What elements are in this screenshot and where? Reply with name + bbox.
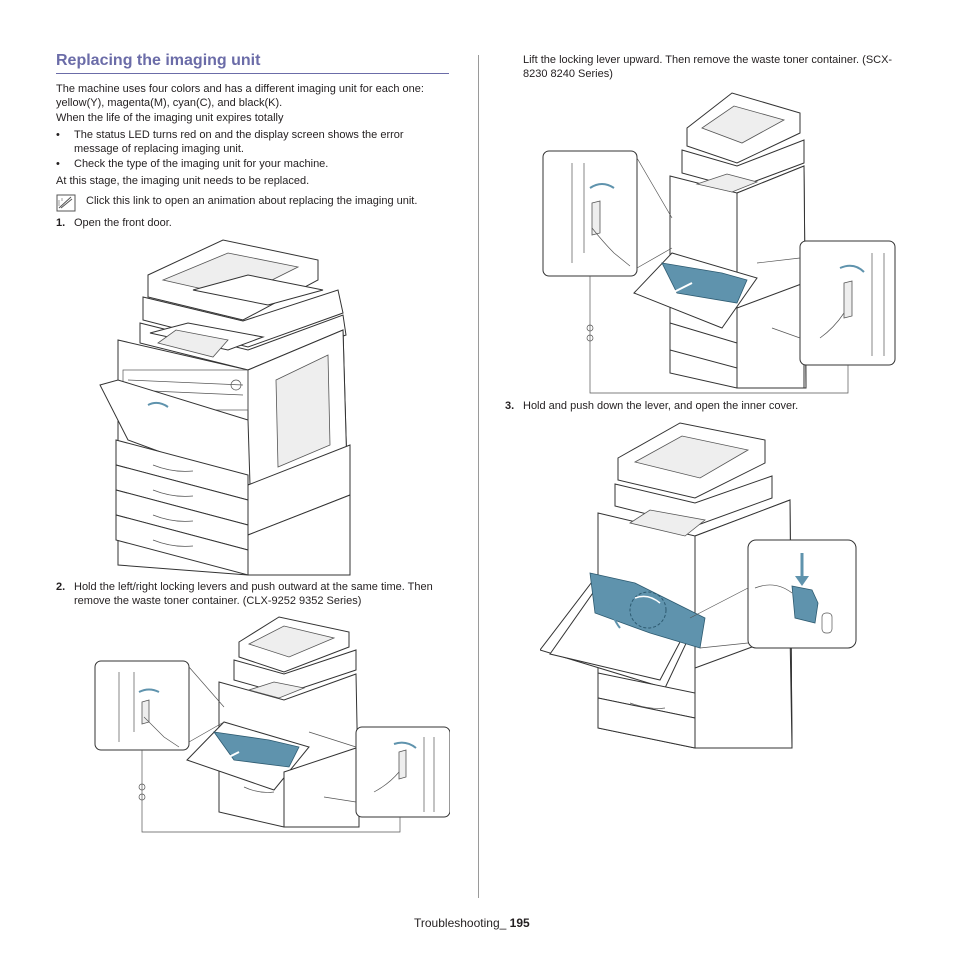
step-number: 3.: [505, 400, 515, 412]
bullet-item: Check the type of the imaging unit for y…: [74, 158, 329, 170]
waste-toner-removal-scx-illustration: [542, 92, 896, 394]
page-number: 195: [509, 916, 530, 930]
step-text: Hold the left/right locking levers and p…: [74, 581, 433, 607]
step-number: 1.: [56, 217, 66, 229]
page-footer: Troubleshooting_ 195: [414, 916, 530, 930]
step-number: 2.: [56, 581, 66, 593]
inner-cover-illustration: [540, 422, 857, 749]
step-text: Hold and push down the lever, and open t…: [523, 400, 799, 412]
step-text: Lift the locking lever upward. Then remo…: [523, 54, 893, 80]
printer-open-door-illustration: [99, 239, 351, 576]
bullet-dot: •: [56, 158, 60, 170]
column-divider: [478, 55, 479, 898]
step-text: Open the front door.: [74, 217, 172, 229]
page-title: Replacing the imaging unit: [56, 52, 449, 74]
bullet-item: The status LED turns red on and the disp…: [74, 129, 404, 155]
when-paragraph: When the life of the imaging unit expire…: [56, 112, 284, 124]
bullet-dot: •: [56, 129, 60, 141]
note-icon: [56, 194, 76, 212]
note-link[interactable]: Click this link to open an animation abo…: [86, 195, 418, 207]
intro-paragraph: The machine uses four colors and has a d…: [56, 83, 424, 109]
footer-section-label: Troubleshooting_: [414, 916, 507, 930]
waste-toner-removal-clx-illustration: [94, 616, 450, 833]
stage-paragraph: At this stage, the imaging unit needs to…: [56, 175, 310, 187]
